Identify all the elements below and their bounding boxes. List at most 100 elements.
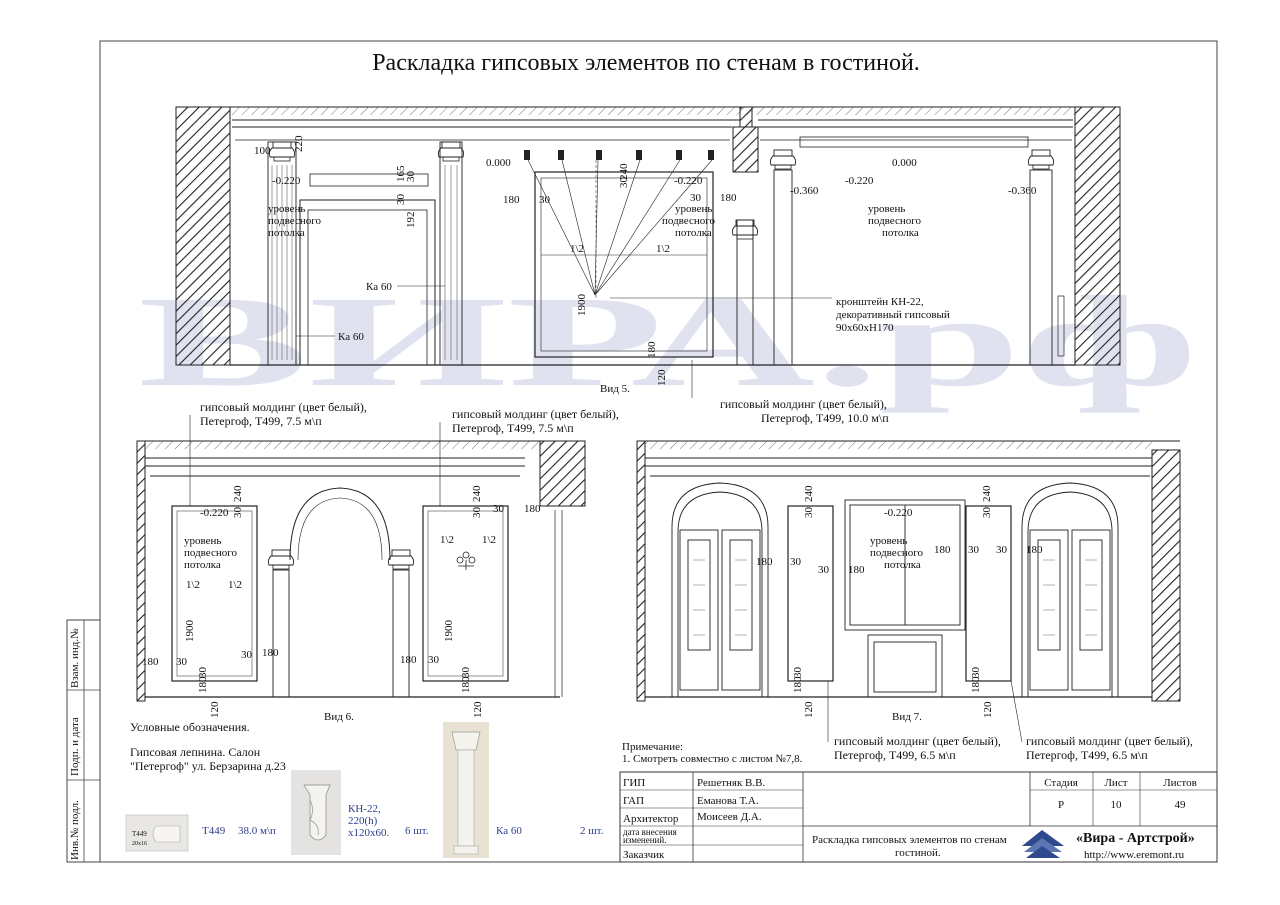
view-6-elevation	[136, 440, 586, 702]
svg-text:30: 30	[618, 177, 630, 189]
svg-text:подвесного: подвесного	[870, 547, 923, 559]
svg-text:1900: 1900	[184, 620, 196, 643]
stamp-stage-value: Р	[1058, 799, 1064, 811]
svg-text:30: 30	[968, 544, 980, 556]
svg-text:1900: 1900	[576, 294, 588, 317]
svg-text:КН-22,: КН-22,	[348, 803, 381, 815]
stamp-name-0: Решетняк В.В.	[697, 777, 765, 789]
svg-text:30: 30	[395, 194, 407, 206]
svg-text:165: 165	[395, 165, 407, 182]
svg-text:1\2: 1\2	[228, 579, 242, 591]
stamp-sheets-value: 49	[1175, 799, 1187, 811]
stamp-role-0: ГИП	[623, 777, 645, 789]
svg-text:30: 30	[539, 194, 551, 206]
svg-text:180: 180	[460, 676, 472, 693]
svg-text:30: 30	[405, 171, 417, 183]
svg-text:Ка 60: Ка 60	[338, 331, 364, 343]
svg-text:гипсовый молдинг (цвет белый): гипсовый молдинг (цвет белый),	[1026, 734, 1193, 748]
svg-text:0.000: 0.000	[892, 157, 917, 169]
svg-text:2 шт.: 2 шт.	[580, 825, 604, 837]
legend-heading: Условные обозначения.	[130, 720, 250, 734]
svg-text:подвесного: подвесного	[184, 547, 237, 559]
legend-item-kn22: КН-22, 220(h) х120х60. 6 шт.	[291, 770, 429, 855]
svg-text:180: 180	[756, 556, 773, 568]
svg-text:-0.360: -0.360	[1008, 185, 1037, 197]
side-stamp-inv-ref: Взам. инд.№	[69, 628, 81, 688]
svg-text:потолка: потолка	[184, 559, 221, 571]
svg-text:220(h): 220(h)	[348, 815, 378, 827]
stamp-changes-2: изменений.	[623, 835, 666, 845]
note-line-1: 1. Смотреть совместно с листом №7,8.	[622, 753, 803, 765]
company-url: http://www.eremont.ru	[1084, 849, 1185, 861]
stamp-sheet-title-1: Раскладка гипсовых элементов по стенам	[812, 834, 1007, 846]
view-5-label: Вид 5.	[600, 383, 630, 395]
svg-text:120: 120	[803, 701, 815, 718]
svg-text:38.0 м\п: 38.0 м\п	[238, 825, 276, 837]
svg-text:30: 30	[996, 544, 1008, 556]
svg-text:подвесного: подвесного	[868, 215, 921, 227]
svg-text:Петергоф, Т499, 7.5 м\п: Петергоф, Т499, 7.5 м\п	[452, 421, 574, 435]
legend-source-line-1: Гипсовая лепнина. Салон	[130, 745, 261, 759]
stamp-sheet-title-2: гостиной.	[895, 847, 941, 859]
stamp-customer: Заказчик	[623, 849, 665, 861]
svg-text:180: 180	[792, 676, 804, 693]
svg-text:гипсовый молдинг (цвет белый): гипсовый молдинг (цвет белый),	[452, 407, 619, 421]
legend-item-t449: Т449 20х16 Т449 38.0 м\п	[125, 814, 276, 852]
view-5-annotations: 100 220 0.000 0.000 -0.220 -0.220 -0.220…	[254, 135, 1037, 425]
svg-text:-0.360: -0.360	[790, 185, 819, 197]
svg-text:180: 180	[848, 564, 865, 576]
watermark-text: ВИРА.рф	[138, 270, 1198, 414]
view-7-elevation	[636, 440, 1181, 702]
view-7-annotations: 240 30 240 30 -0.220 уровень подвесного …	[756, 485, 1193, 762]
svg-text:220: 220	[293, 135, 305, 152]
svg-text:180: 180	[934, 544, 951, 556]
svg-text:30: 30	[803, 507, 815, 519]
legend: Условные обозначения. Гипсовая лепнина. …	[125, 720, 604, 858]
svg-text:1900: 1900	[443, 620, 455, 643]
svg-text:180: 180	[400, 654, 417, 666]
svg-text:Ка 60: Ка 60	[496, 825, 522, 837]
svg-text:гипсовый молдинг (цвет белый): гипсовый молдинг (цвет белый),	[720, 397, 887, 411]
note-heading: Примечание:	[622, 741, 683, 753]
stamp-role-1: ГАП	[623, 795, 644, 807]
svg-text:30: 30	[690, 192, 702, 204]
svg-text:-0.220: -0.220	[674, 175, 703, 187]
title-block: ГИП Решетняк В.В. ГАП Еманова Т.А. Архит…	[619, 771, 1218, 863]
svg-text:120: 120	[982, 701, 994, 718]
svg-text:20х16: 20х16	[132, 841, 147, 847]
svg-text:240: 240	[618, 163, 630, 180]
page-title: Раскладка гипсовых элементов по стенам в…	[372, 50, 920, 76]
svg-text:192: 192	[405, 212, 417, 229]
svg-text:Петергоф, Т499, 10.0 м\п: Петергоф, Т499, 10.0 м\п	[761, 411, 889, 425]
svg-text:240: 240	[803, 485, 815, 502]
svg-text:120: 120	[209, 701, 221, 718]
svg-text:30: 30	[232, 507, 244, 519]
svg-text:180: 180	[142, 656, 159, 668]
svg-text:1\2: 1\2	[440, 534, 454, 546]
view-5-elevation	[175, 106, 1121, 366]
svg-text:1\2: 1\2	[656, 243, 670, 255]
svg-text:подвесного: подвесного	[662, 215, 715, 227]
svg-text:30: 30	[970, 667, 982, 679]
svg-text:180: 180	[503, 194, 520, 206]
svg-text:90х60хН170: 90х60хН170	[836, 322, 894, 334]
stamp-sheet-value: 10	[1111, 799, 1123, 811]
svg-text:Т449: Т449	[202, 825, 226, 837]
svg-text:180: 180	[720, 192, 737, 204]
svg-text:240: 240	[232, 485, 244, 502]
legend-source-line-2: "Петергоф" ул. Берзарина д.23	[130, 759, 286, 773]
svg-text:120: 120	[656, 369, 668, 386]
view-6-label: Вид 6.	[324, 711, 354, 723]
svg-text:уровень: уровень	[868, 203, 905, 215]
stamp-role-2: Архитектор	[623, 813, 679, 825]
svg-text:-0.220: -0.220	[200, 507, 229, 519]
svg-text:подвесного: подвесного	[268, 215, 321, 227]
svg-text:Петергоф, Т499, 6.5 м\п: Петергоф, Т499, 6.5 м\п	[1026, 748, 1148, 762]
svg-text:30: 30	[428, 654, 440, 666]
svg-text:1\2: 1\2	[186, 579, 200, 591]
svg-text:30: 30	[790, 556, 802, 568]
company-name: «Вира - Артстрой»	[1076, 831, 1195, 846]
stamp-sheets-header: Листов	[1163, 777, 1197, 789]
svg-text:х120х60.: х120х60.	[348, 827, 390, 839]
svg-text:30: 30	[493, 503, 505, 515]
